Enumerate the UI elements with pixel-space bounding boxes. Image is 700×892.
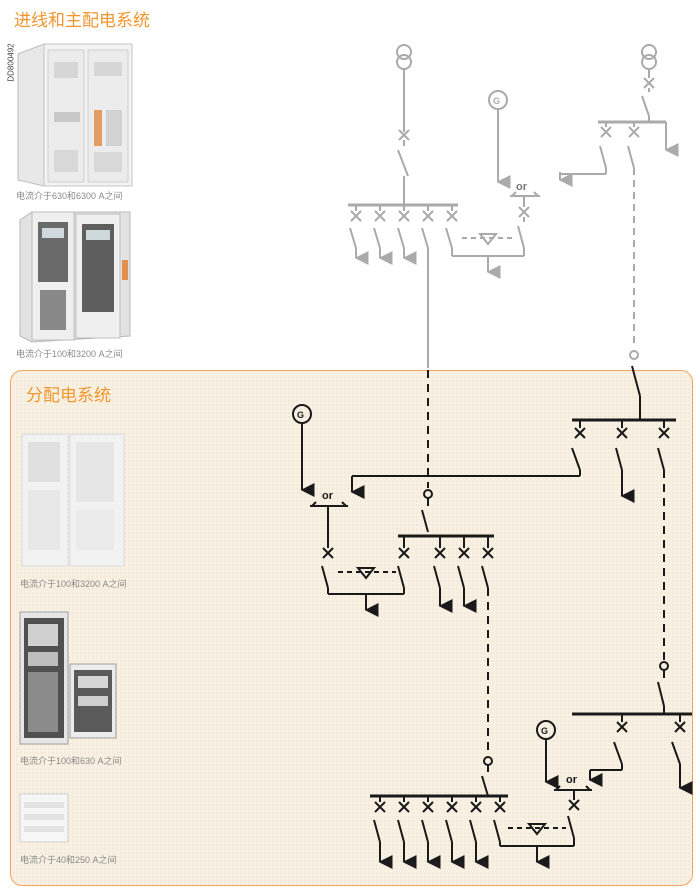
panel3-caption: 电流介于100和3200 A之间 [20, 579, 127, 589]
transformer-1-icon [396, 44, 412, 70]
switchboard-100-3200-image [19, 211, 131, 343]
switchboard-630-6300-image [17, 43, 133, 187]
main-feeders [349, 205, 458, 368]
distribution-board-100-3200-image [21, 433, 125, 567]
panel5-caption: 电流介于40和250 A之间 [20, 855, 117, 865]
sub-distribution-title: 分配电系统 [26, 386, 111, 405]
distribution-board-40-250-image [19, 793, 69, 843]
panel4-caption: 电流介于100和630 A之间 [20, 756, 122, 766]
generator-1-label: G [493, 96, 500, 106]
distribution-board-100-630-image [19, 611, 117, 745]
generator-3-label: G [541, 726, 548, 736]
generator-2-label: G [297, 410, 304, 420]
or-label-1: or [516, 181, 528, 193]
or-label-2: or [322, 490, 334, 502]
or-label-3: or [566, 774, 578, 786]
transformer-2-icon [641, 44, 657, 70]
main-lv-network [348, 44, 679, 368]
panel1-caption: 电流介于630和6300 A之间 [16, 191, 123, 201]
distribution-network [292, 365, 693, 869]
panel2-caption: 电流介于100和3200 A之间 [16, 349, 123, 359]
main-distribution-title: 进线和主配电系统 [14, 11, 150, 30]
breaker-t1-icon [398, 129, 410, 141]
